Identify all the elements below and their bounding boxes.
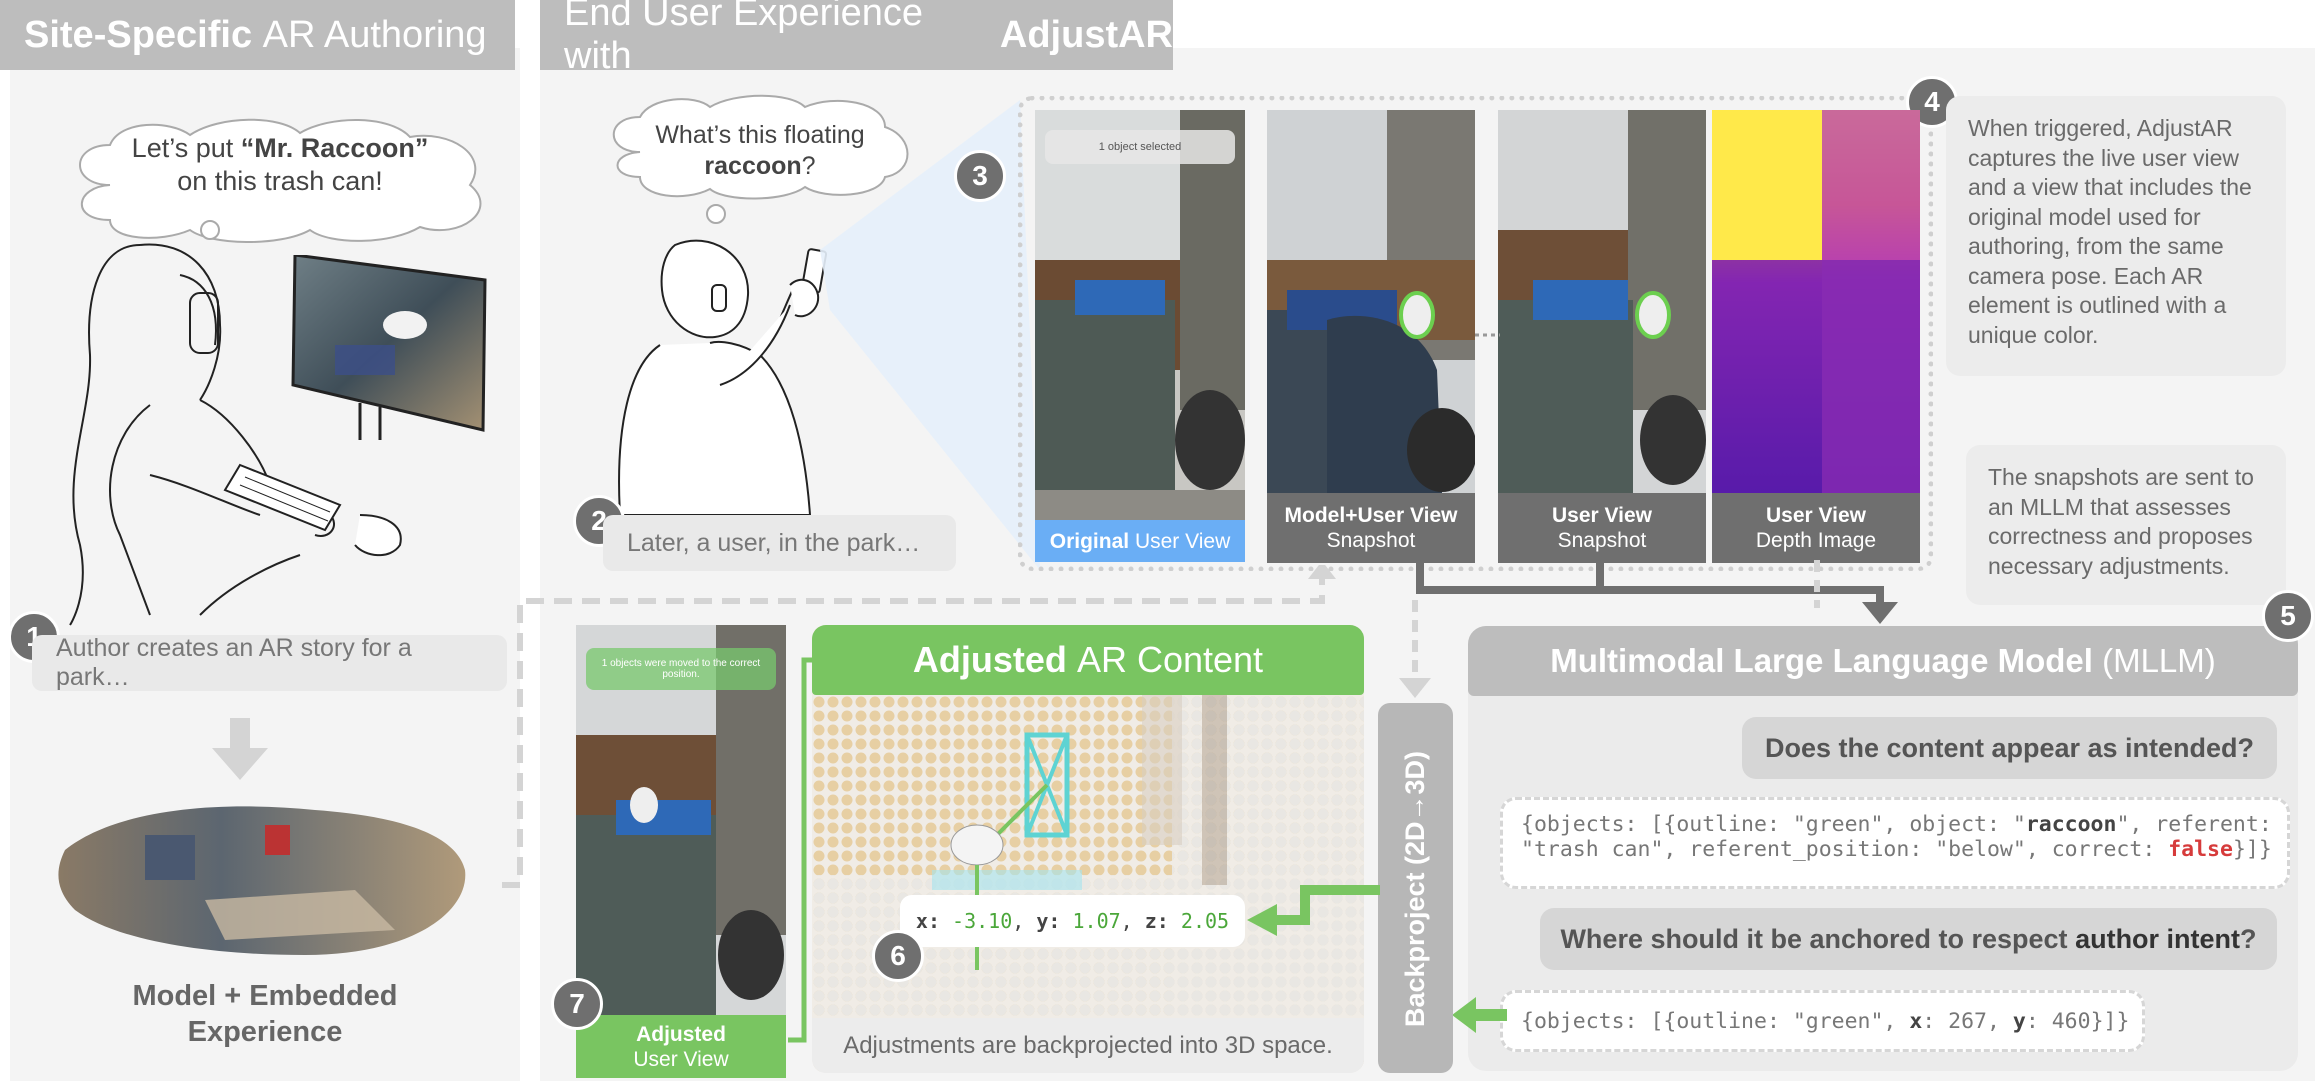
backproject-label: Backproject (2D→3D) xyxy=(1400,750,1430,1028)
adjust-caption: Adjustments are backprojected into 3D sp… xyxy=(812,1018,1364,1073)
snapshot-to-mllm-arrow xyxy=(1416,560,1898,624)
note-capture-description: When triggered, AdjustAR captures the li… xyxy=(1946,96,2286,376)
user-illustration xyxy=(618,239,828,515)
park-3d-model xyxy=(58,806,466,955)
adjusted-link-line xyxy=(788,657,816,1043)
thought-tail-user xyxy=(706,204,726,224)
depth-dashed-line xyxy=(1814,560,1820,608)
left-margin xyxy=(0,70,10,1081)
question-intended: Does the content appear as intended? xyxy=(1742,717,2277,779)
step-7-badge: 7 xyxy=(551,978,603,1030)
caption-original-user-view: Original User View xyxy=(1035,520,1245,562)
original-user-view-photo xyxy=(1035,110,1245,520)
author-illustration xyxy=(69,243,402,626)
author-thought-text: Let’s put “Mr. Raccoon” on this trash ca… xyxy=(131,133,429,196)
down-arrow-icon xyxy=(212,718,268,780)
moved-overlay: 1 objects were moved to the correct posi… xyxy=(586,648,776,690)
thought-bubble-author xyxy=(79,118,482,243)
snapshot-group-frame xyxy=(1018,96,1933,571)
left-panel-header: Site-Specific AR Authoring xyxy=(0,0,515,70)
mllm-response-2: {objects: [{outline: "green", x: 267, y:… xyxy=(1500,990,2145,1052)
backproject-bar xyxy=(1378,703,1453,1073)
thought-bubble-user xyxy=(612,94,909,200)
coordinate-readout: x: -3.10, y: 1.07, z: 2.05 xyxy=(900,895,1245,947)
thought-tail-author xyxy=(200,220,220,240)
adjusted-user-view-photo xyxy=(576,625,786,1015)
snapshot-to-backproject-dash xyxy=(1399,600,1431,698)
monitor-illustration xyxy=(291,255,487,440)
depth-image xyxy=(1712,110,1920,493)
user-view-snapshot-photo xyxy=(1498,110,1706,493)
selection-overlay: 1 object selected xyxy=(1045,130,1235,164)
question-anchor: Where should it be anchored to respect a… xyxy=(1540,908,2277,970)
adjusted-ar-header: Adjusted AR Content xyxy=(812,625,1364,695)
adjusted-ar-panel xyxy=(812,625,1364,1073)
view-cone xyxy=(820,100,1040,570)
step-2-text: Later, a user, in the park… xyxy=(603,515,956,571)
model-to-snapshot-dash xyxy=(502,565,1336,888)
mllm-response-1: {objects: [{outline: "green", object: "r… xyxy=(1500,797,2290,889)
note-mllm-description: The snapshots are sent to an MLLM that a… xyxy=(1966,445,2286,605)
mllm-to-backproject-arrow xyxy=(1452,997,1507,1033)
step-1-text: Author creates an AR story for a park… xyxy=(32,634,507,691)
backproject-to-coords-arrow xyxy=(1247,885,1380,936)
panel-divider xyxy=(528,0,538,1081)
link-dots xyxy=(1475,333,1500,337)
right-panel-header: End User Experience with AdjustAR xyxy=(540,0,1173,77)
model-user-view-photo xyxy=(1267,110,1475,493)
step-6-badge: 6 xyxy=(872,930,924,982)
step-5-badge: 5 xyxy=(2262,590,2314,642)
mllm-header: Multimodal Large Language Model (MLLM) xyxy=(1468,626,2298,696)
step-3-badge: 3 xyxy=(954,150,1006,202)
